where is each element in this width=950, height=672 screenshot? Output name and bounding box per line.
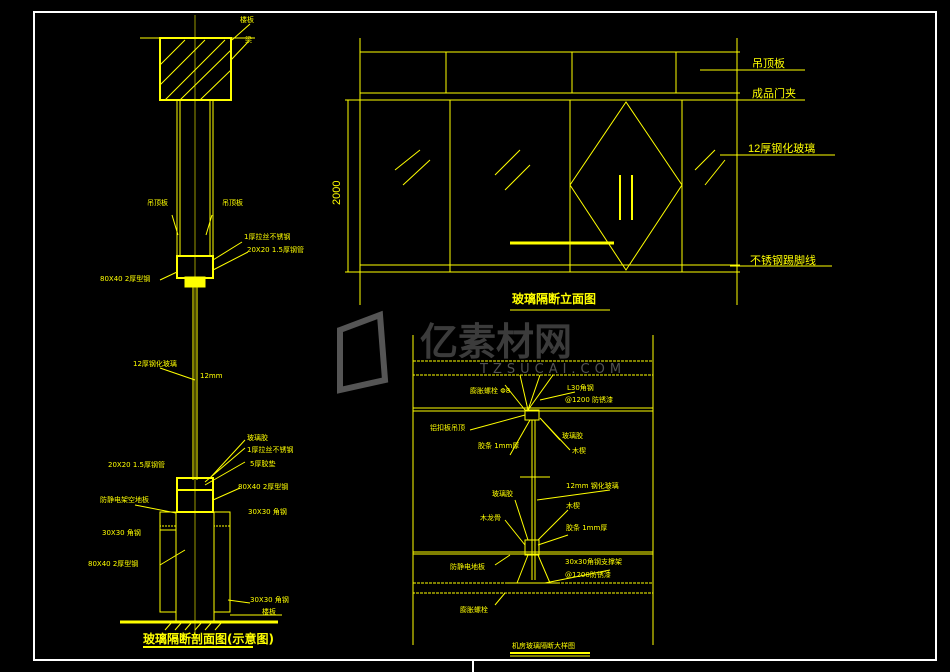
label-pad: 5厚胶垫: [250, 459, 275, 468]
label-steel2: 80X40 2厚型钢: [238, 482, 288, 491]
label-steel1: 80X40 2厚型钢: [100, 274, 150, 283]
label-angle1: 30X30 角钢: [248, 507, 287, 516]
label-ss1: 1厚拉丝不锈钢: [244, 232, 290, 241]
label-tube2: 20X20 1.5厚钢管: [108, 460, 165, 469]
label-ceiling-right: 吊顶板: [222, 198, 243, 207]
elevation-view: [345, 38, 835, 311]
label-spacing-bottom: @1200防锈漆: [565, 570, 611, 579]
watermark-url: TZSUCAI.COM: [479, 362, 626, 377]
label-wood: 木龙骨: [480, 513, 501, 522]
label-bolt-bottom: 膨胀螺栓: [460, 605, 488, 614]
label-detail-sealant: 玻璃胶: [562, 431, 583, 440]
label-angle2: 30X30 角钢: [102, 528, 141, 537]
label-detail-ceiling: 铝扣板吊顶: [430, 423, 465, 432]
label-tube1: 20X20 1.5厚钢管: [247, 245, 304, 254]
label-ceiling: 吊顶板: [752, 56, 785, 70]
label-door-clamp: 成品门夹: [752, 86, 796, 100]
label-ss2: 1厚拉丝不锈钢: [247, 445, 293, 454]
label-glass: 12厚钢化玻璃: [133, 359, 177, 368]
label-slab-top: 楼板: [240, 15, 254, 24]
label-floor: 防静电架空地板: [100, 495, 149, 504]
label-slab-bottom: 楼板: [262, 607, 276, 616]
label-glass-thickness: 12mm: [200, 372, 223, 380]
dimension-height: 2000: [331, 181, 343, 205]
label-detail-floor: 防静电地板: [450, 562, 485, 571]
drawing-frame: [33, 11, 937, 661]
label-wedge2: 木楔: [566, 501, 580, 510]
elevation-title: 玻璃隔断立面图: [512, 291, 596, 306]
section-title: 玻璃隔断剖面图(示意图): [143, 631, 274, 646]
detail-view: [412, 335, 654, 657]
label-angle3: 30X30 角钢: [250, 595, 289, 604]
label-strip1: 胶条 1mm厚: [478, 441, 519, 450]
detail-title: 机房玻璃隔断大样图: [512, 641, 575, 650]
label-tempered-glass: 12厚钢化玻璃: [748, 141, 815, 155]
label-wedge1: 木楔: [572, 446, 586, 455]
label-bolt-top: 膨胀螺栓 Φ8: [470, 386, 510, 395]
section-view: [120, 15, 282, 648]
watermark-text: 亿素材网: [420, 320, 572, 364]
label-ceiling-left: 吊顶板: [147, 198, 168, 207]
label-skirting: 不锈钢踢脚线: [750, 253, 816, 267]
label-detail-glass: 12mm 钢化玻璃: [566, 481, 619, 490]
label-beam: 梁: [245, 35, 252, 44]
label-strip2: 胶条 1mm厚: [566, 523, 607, 532]
label-sealant: 玻璃胶: [247, 433, 268, 442]
label-spacing-top: @1200 防锈漆: [565, 395, 613, 404]
label-seal2: 玻璃胶: [492, 489, 513, 498]
label-steel3: 80X40 2厚型钢: [88, 559, 138, 568]
watermark: 亿素材网 TZSUCAI.COM: [337, 310, 626, 394]
label-angle-top: L30角钢: [567, 383, 594, 392]
label-frame: 30x30角钢支撑架: [565, 557, 622, 566]
